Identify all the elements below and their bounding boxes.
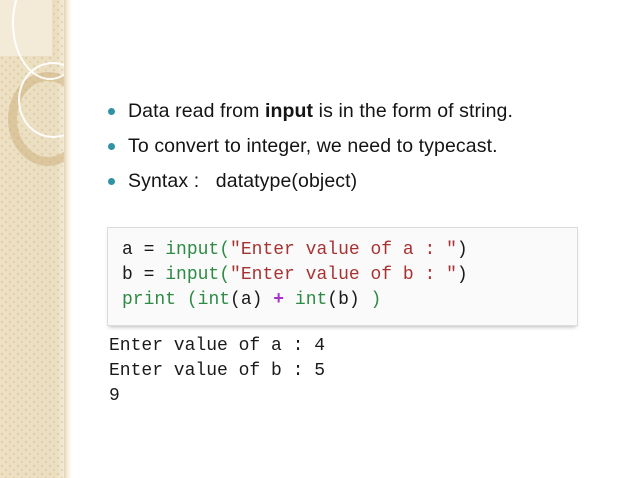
- list-item: To convert to integer, we need to typeca…: [108, 133, 628, 159]
- code-token-fn: (: [186, 290, 198, 310]
- code-token-fn: (: [219, 240, 231, 260]
- code-line: print (int(a) + int(b) ): [122, 288, 563, 313]
- bullet-text-pre: Data read from: [128, 100, 265, 122]
- output-line: Enter value of b : 5: [109, 361, 326, 381]
- code-token-plain: b =: [122, 265, 166, 285]
- bullet-text-post: is in the form of string.: [313, 100, 513, 122]
- bullet-text: Data read from input is in the form of s…: [128, 98, 513, 124]
- decorative-arc-secondary-icon: [18, 62, 72, 138]
- code-token-str: "Enter value of a : ": [230, 240, 457, 260]
- bullet-text: Syntax : datatype(object): [128, 168, 357, 194]
- code-block: a = input("Enter value of a : ")b = inpu…: [107, 227, 578, 326]
- code-token-op: +: [273, 290, 285, 310]
- bullet-dot-icon: [108, 143, 115, 150]
- code-token-plain: (a): [230, 290, 263, 310]
- bullet-dot-icon: [108, 178, 115, 185]
- list-item: Data read from input is in the form of s…: [108, 98, 628, 124]
- slide-content: Data read from input is in the form of s…: [72, 0, 638, 478]
- code-token-str: "Enter value of b : ": [230, 265, 457, 285]
- sidebar-edge: [64, 0, 72, 478]
- output-line: 9: [109, 386, 120, 406]
- list-item: Syntax : datatype(object): [108, 168, 628, 194]
- code-line: b = input("Enter value of b : "): [122, 263, 563, 288]
- code-token-fn: input: [165, 240, 220, 260]
- code-token-plain: [262, 290, 273, 310]
- code-token-plain: (b): [327, 290, 360, 310]
- bullet-text-bold: input: [264, 100, 314, 122]
- code-token-fn: print: [122, 290, 177, 310]
- code-token-plain: a =: [122, 240, 166, 260]
- code-line: a = input("Enter value of a : "): [122, 238, 563, 263]
- code-token-fn: int: [294, 290, 328, 310]
- decorative-sidebar: [0, 0, 72, 478]
- bullet-dot-icon: [108, 108, 115, 115]
- code-token-plain: [176, 290, 187, 310]
- code-token-plain: ): [456, 240, 468, 260]
- code-token-fn: ): [370, 290, 382, 310]
- code-token-plain: [360, 290, 371, 310]
- bullet-text-pre: To convert to integer, we need to typeca…: [128, 135, 498, 157]
- code-token-fn: input: [165, 265, 220, 285]
- code-token-plain: ): [456, 265, 468, 285]
- output-line: Enter value of a : 4: [109, 336, 326, 356]
- code-token-fn: int: [197, 290, 231, 310]
- bullet-text: To convert to integer, we need to typeca…: [128, 133, 498, 159]
- bullet-text-pre: Syntax : datatype(object): [128, 170, 358, 192]
- console-output: Enter value of a : 4 Enter value of b : 5…: [109, 334, 325, 409]
- code-token-fn: (: [219, 265, 231, 285]
- code-token-plain: [284, 290, 295, 310]
- bullet-list: Data read from input is in the form of s…: [108, 98, 628, 203]
